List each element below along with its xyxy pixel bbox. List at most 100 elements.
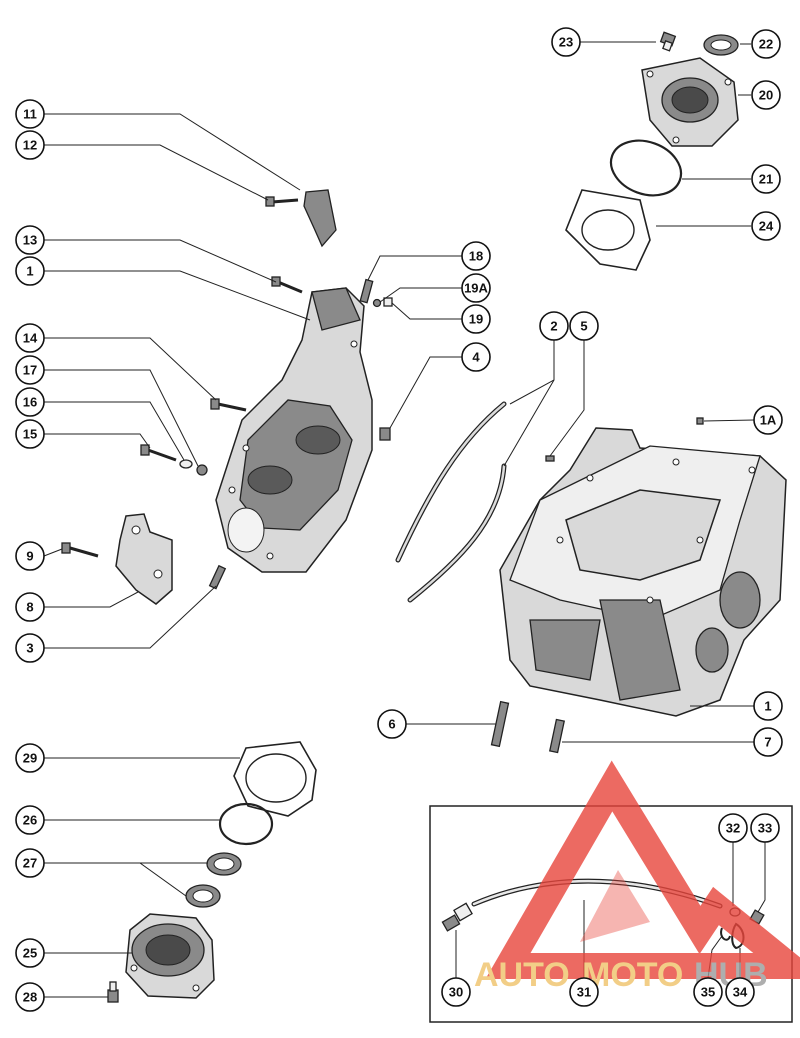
callout-12: 12 (15, 130, 45, 160)
part-23-screw (659, 31, 677, 52)
watermark-triangle (485, 760, 800, 979)
svg-text:28: 28 (23, 990, 37, 1005)
part-1-left-crankcase-half (215, 287, 373, 573)
callout-19: 19 (461, 304, 491, 334)
callout-3: 3 (15, 633, 45, 663)
svg-text:15: 15 (23, 427, 37, 442)
part-29-gasket (233, 741, 317, 817)
callout-7: 7 (753, 727, 783, 757)
part-11-clamp (303, 189, 337, 248)
watermark-logo: AUTO MOTO HUB (474, 760, 800, 994)
part-22-seal (703, 34, 739, 56)
callout-18: 18 (461, 241, 491, 271)
svg-text:24: 24 (759, 219, 774, 234)
callout-20: 20 (751, 80, 781, 110)
callout-15: 15 (15, 419, 45, 449)
svg-text:13: 13 (23, 233, 37, 248)
part-26-o-ring (218, 802, 274, 846)
svg-text:9: 9 (26, 549, 33, 564)
callout-13: 13 (15, 225, 45, 255)
callout-11: 11 (15, 99, 45, 129)
svg-text:4: 4 (472, 350, 480, 365)
part-15-bolt (140, 444, 177, 462)
part-4-seal-strip (395, 401, 507, 563)
part-28-screw (107, 981, 119, 1003)
svg-text:1A: 1A (760, 413, 777, 428)
svg-text:19: 19 (469, 312, 483, 327)
callout-34: 34 (725, 977, 755, 1007)
svg-text:1: 1 (764, 699, 771, 714)
callout-30: 30 (441, 977, 471, 1007)
callout-26: 26 (15, 805, 45, 835)
callout-23: 23 (551, 27, 581, 57)
svg-text:5: 5 (580, 319, 587, 334)
svg-text:14: 14 (23, 331, 38, 346)
svg-text:6: 6 (388, 717, 395, 732)
part-4-dowel (379, 427, 391, 441)
callout-14: 14 (15, 323, 45, 353)
callout-bubbles: 23 22 20 21 24 11 12 13 1 18 19A 19 14 1… (15, 27, 783, 1012)
callout-35: 35 (693, 977, 723, 1007)
callout-29: 29 (15, 743, 45, 773)
svg-text:17: 17 (23, 363, 37, 378)
callout-17: 17 (15, 355, 45, 385)
part-27-seal-inner (185, 884, 221, 908)
svg-text:34: 34 (733, 985, 748, 1000)
part-14-bolt (210, 398, 247, 412)
part-5-pin (545, 455, 555, 462)
svg-text:18: 18 (469, 249, 483, 264)
part-27-seal-outer (206, 852, 242, 876)
callout-4: 4 (461, 342, 491, 372)
svg-text:30: 30 (449, 985, 463, 1000)
watermark-text-moto: MOTO (582, 956, 683, 994)
svg-text:8: 8 (26, 600, 33, 615)
callout-31: 31 (569, 977, 599, 1007)
svg-text:20: 20 (759, 88, 773, 103)
svg-text:32: 32 (726, 821, 740, 836)
part-1-right-crankcase-half (499, 427, 787, 717)
watermark-inner-triangle (580, 870, 650, 942)
callout-9: 9 (15, 541, 45, 571)
part-20-bearing-housing (641, 57, 739, 147)
svg-text:27: 27 (23, 856, 37, 871)
callout-19A: 19A (461, 273, 491, 303)
svg-text:22: 22 (759, 37, 773, 52)
part-25-bearing-housing (125, 913, 215, 999)
callout-25: 25 (15, 938, 45, 968)
callout-6: 6 (377, 709, 407, 739)
part-6-stud (490, 700, 510, 748)
svg-text:16: 16 (23, 395, 37, 410)
part-21-o-ring (609, 139, 683, 197)
svg-text:31: 31 (577, 985, 591, 1000)
part-3-dowel (208, 564, 227, 590)
svg-text:21: 21 (759, 172, 773, 187)
callout-33: 33 (750, 813, 780, 843)
callout-16: 16 (15, 387, 45, 417)
svg-text:26: 26 (23, 813, 37, 828)
part-17-nut (196, 464, 208, 476)
part-19-screw (383, 297, 393, 307)
svg-text:1: 1 (26, 264, 33, 279)
part-30-fitting (441, 902, 473, 932)
svg-text:11: 11 (23, 107, 37, 122)
part-9-screw (61, 542, 99, 558)
callout-1-upper: 1 (15, 256, 45, 286)
callout-27: 27 (15, 848, 45, 878)
callout-32: 32 (718, 813, 748, 843)
svg-text:2: 2 (550, 319, 557, 334)
parts-artwork (61, 31, 793, 1023)
callout-1-lower: 1 (753, 691, 783, 721)
svg-text:7: 7 (764, 735, 771, 750)
part-18-pin (359, 278, 374, 304)
part-7-stud (548, 718, 566, 754)
callout-1A: 1A (753, 405, 783, 435)
part-24-gasket (565, 189, 651, 271)
callout-22: 22 (751, 29, 781, 59)
callout-8: 8 (15, 592, 45, 622)
part-35-clip (720, 927, 731, 941)
part-8-bracket (115, 513, 173, 605)
callout-5: 5 (569, 311, 599, 341)
callout-24: 24 (751, 211, 781, 241)
svg-text:25: 25 (23, 946, 37, 961)
